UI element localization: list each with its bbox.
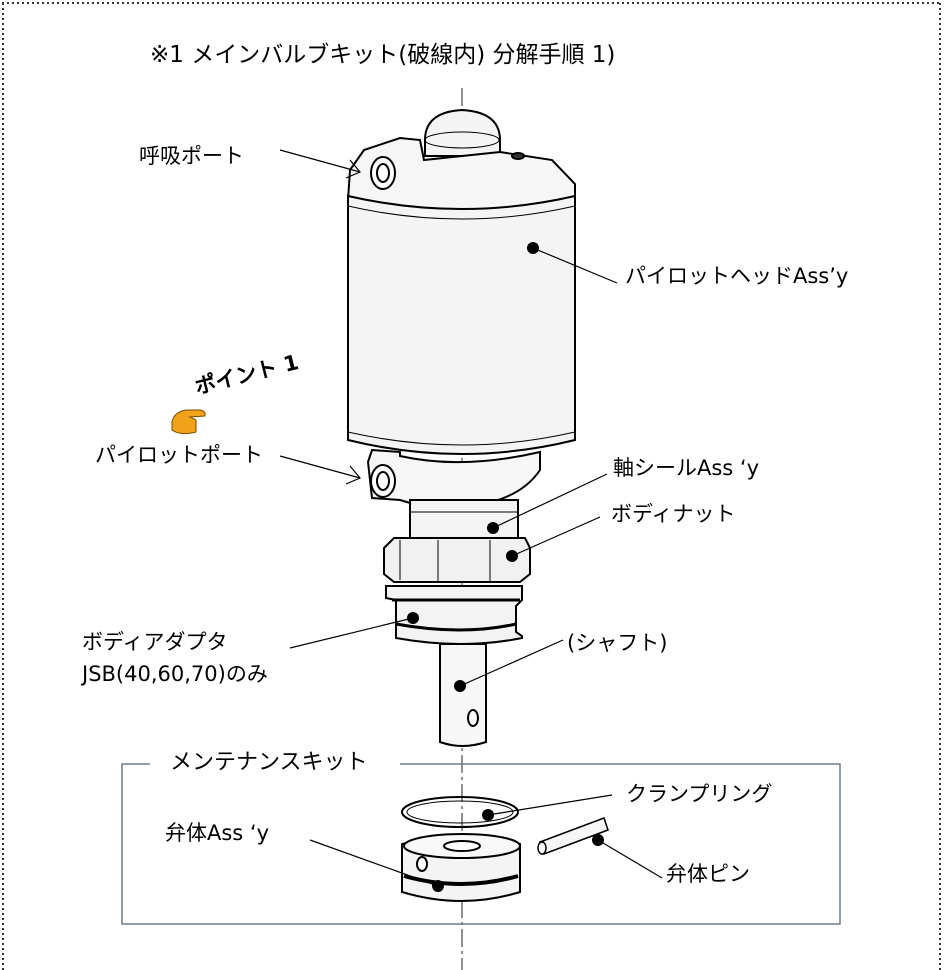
clamp-ring-part [401,796,519,828]
label-breathing-port: 呼吸ポート [139,144,244,168]
pointing-hand-icon [171,409,206,435]
label-body-nut: ボディナット [611,502,736,526]
shaft-part [439,643,487,747]
leader-dots [407,242,604,892]
pilot-head-top [424,108,501,172]
pilot-head-cylinder [347,194,576,455]
body-adapter-part [385,585,523,645]
label-valve-pin: 弁体ピン [666,862,750,886]
leader-lines [279,149,663,887]
maintenance-kit-title: メンテナンスキット [160,752,378,774]
valve-body-part [401,833,521,902]
lower-flange [366,448,541,507]
label-pilot-port: パイロットポート [95,443,263,467]
label-clamp-ring: クランプリング [626,782,773,806]
body-nut-part [383,537,531,583]
label-pilot-head: パイロットヘッドAss’y [625,264,849,288]
label-valve-body: 弁体Ass ‘y [165,821,270,845]
valve-pin-part [537,817,609,855]
shaft-seal-body [409,499,519,539]
maintenance-kit-box [121,763,841,925]
label-shaft-seal: 軸シールAss ‘y [613,456,760,480]
label-body-adapter-note: JSB(40,60,70)のみ [82,662,268,686]
port-arrowheads [345,159,361,485]
page-title: ※1 メインバルブキット(破線内) 分解手順 1) [150,42,616,68]
label-body-adapter: ボディアダプタ [82,630,228,654]
label-shaft: (シャフト) [567,631,668,655]
